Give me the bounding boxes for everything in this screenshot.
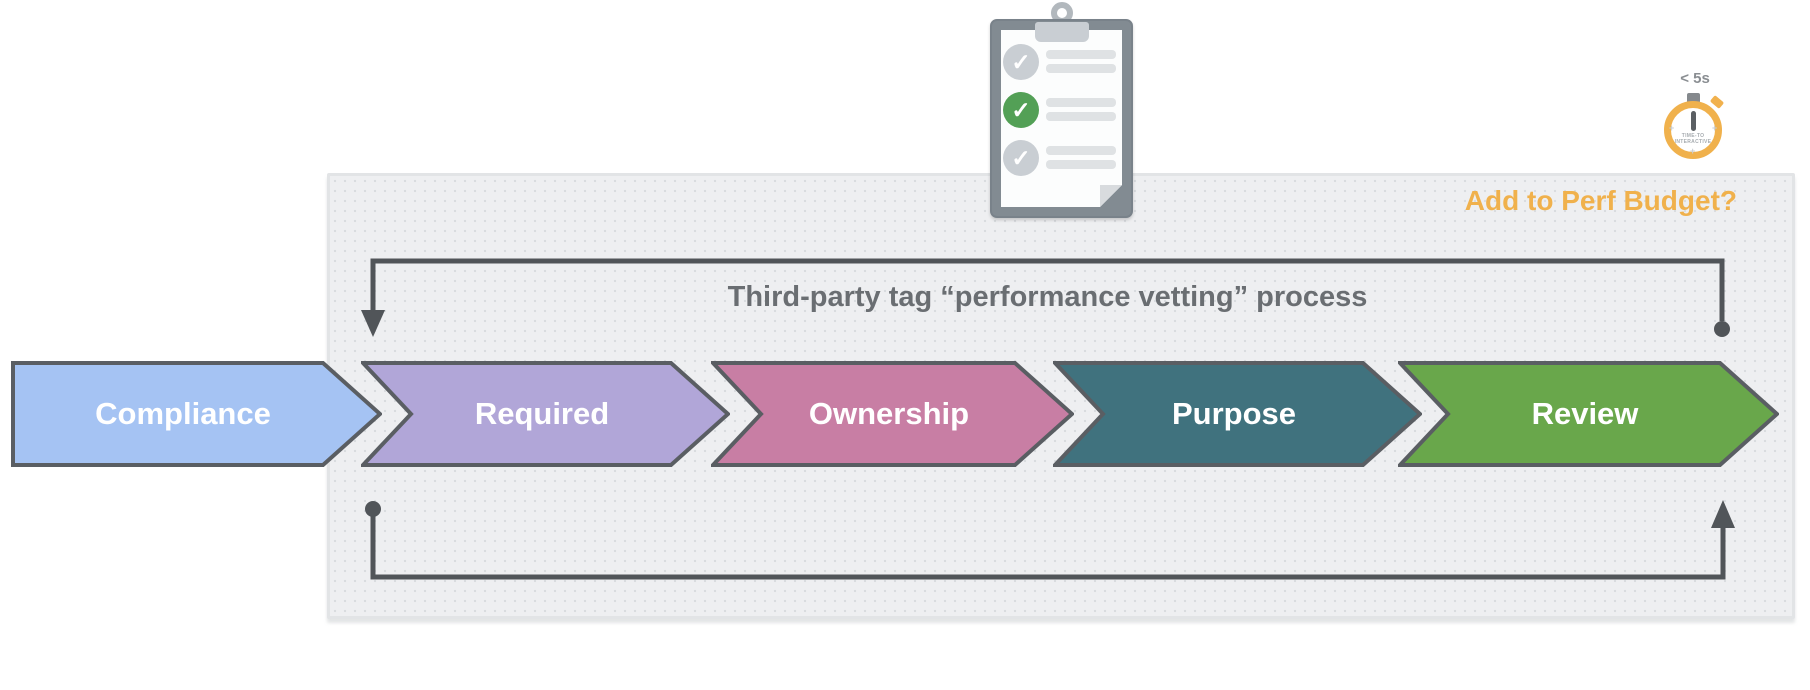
diagram-title: Third-party tag “performance vetting” pr…: [727, 281, 1368, 313]
bottom-loop-start-dot: [365, 501, 381, 517]
stage-review: Review: [1398, 361, 1779, 467]
stage-label-compliance: Compliance: [95, 396, 271, 431]
clipboard-clip: [1035, 22, 1089, 42]
loop-lines: [370, 258, 1726, 580]
stopwatch-needle: [1691, 111, 1696, 131]
stopwatch-button: [1687, 93, 1700, 103]
stage-purpose: Purpose: [1053, 361, 1422, 467]
stage-label-review: Review: [1531, 396, 1639, 431]
checklist-line: [1046, 50, 1116, 59]
stopwatch-time-label: < 5s: [1680, 70, 1710, 87]
top-loop-start-dot: [1714, 321, 1730, 337]
stopwatch-face-text: TIME-TO INTERACTIVE: [1664, 133, 1722, 145]
bottom-loop-line: [370, 509, 1726, 580]
check-icon: ✓: [1003, 44, 1039, 80]
stage-ownership: Ownership: [711, 361, 1074, 467]
chevron-shape: [1053, 361, 1422, 467]
checklist-line: [1046, 146, 1116, 155]
checklist-line: [1046, 112, 1116, 121]
checklist-line: [1046, 160, 1116, 169]
check-glyph: ✓: [1011, 48, 1031, 75]
stage-label-required: Required: [474, 396, 610, 431]
check-glyph: ✓: [1011, 144, 1031, 171]
up-arrowhead-icon: [1711, 500, 1735, 528]
stage-compliance: Compliance: [11, 361, 382, 467]
checklist-item: ✓: [1003, 44, 1118, 80]
stage-label-purpose: Purpose: [1171, 396, 1297, 431]
tick-mark: +: [1712, 123, 1718, 133]
stage-label-ownership: Ownership: [808, 396, 970, 431]
checklist-line: [1046, 64, 1116, 73]
stage-required: Required: [361, 361, 730, 467]
stopwatch-side-button: [1709, 95, 1725, 109]
stopwatch-face-line2: INTERACTIVE: [1674, 139, 1712, 145]
checklist-clipboard-icon: ✓ ✓ ✓: [985, 2, 1135, 220]
checklist-item: ✓: [1003, 92, 1118, 128]
chevron-shape: [11, 361, 382, 467]
chevron-shape: [361, 361, 730, 467]
loop-terminals: [361, 310, 1735, 528]
stopwatch-icon: < 5s TIME-TO INTERACTIVE + + +: [1655, 70, 1735, 170]
check-icon: ✓: [1003, 92, 1039, 128]
perf-budget-question: Add to Perf Budget?: [1464, 185, 1737, 216]
chevron-shape: [711, 361, 1074, 467]
checklist-line: [1046, 98, 1116, 107]
top-loop-line: [370, 258, 1725, 321]
tick-mark: +: [1690, 146, 1696, 156]
checklist-item: ✓: [1003, 140, 1118, 176]
check-glyph: ✓: [1011, 96, 1031, 123]
tick-mark: +: [1669, 123, 1675, 133]
down-arrowhead-icon: [361, 310, 385, 337]
chevron-shape: [1398, 361, 1779, 467]
stopwatch-face-line1: TIME-TO: [1681, 133, 1705, 139]
check-icon: ✓: [1003, 140, 1039, 176]
